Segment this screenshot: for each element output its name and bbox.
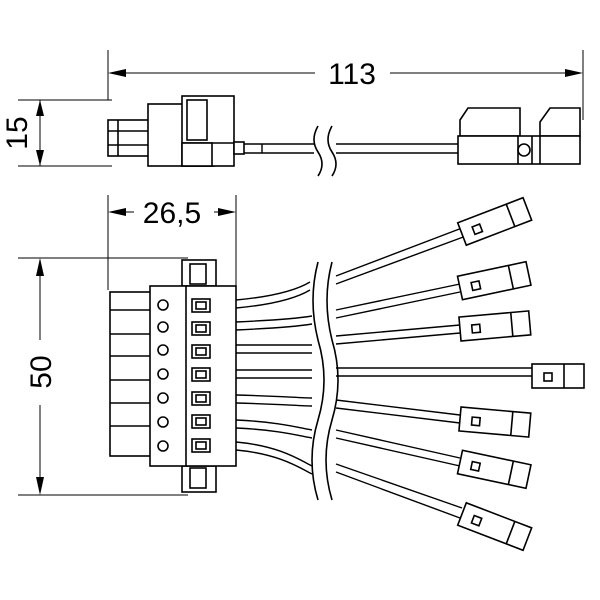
dim-label-15: 15 (1, 116, 34, 149)
dimension-113: 113 (108, 58, 583, 91)
terminal-holes (157, 299, 169, 452)
dim-label-50: 50 (25, 355, 58, 388)
cable-side (244, 125, 458, 177)
connector-front (109, 259, 237, 493)
dimension-50: 50 (25, 258, 58, 495)
end-plugs-front (456, 196, 585, 552)
dim-label-26-5: 26,5 (143, 197, 201, 230)
dimension-26-5: 26,5 (108, 197, 236, 230)
front-view: 26,5 50 (18, 195, 585, 552)
dim-label-113: 113 (328, 58, 376, 91)
terminal-slots (191, 298, 211, 453)
wire-bundle (235, 227, 532, 519)
connector-side (107, 95, 245, 167)
dimension-15: 15 (1, 100, 44, 166)
side-view: 113 15 (1, 50, 584, 177)
end-plugs-side (457, 107, 581, 165)
